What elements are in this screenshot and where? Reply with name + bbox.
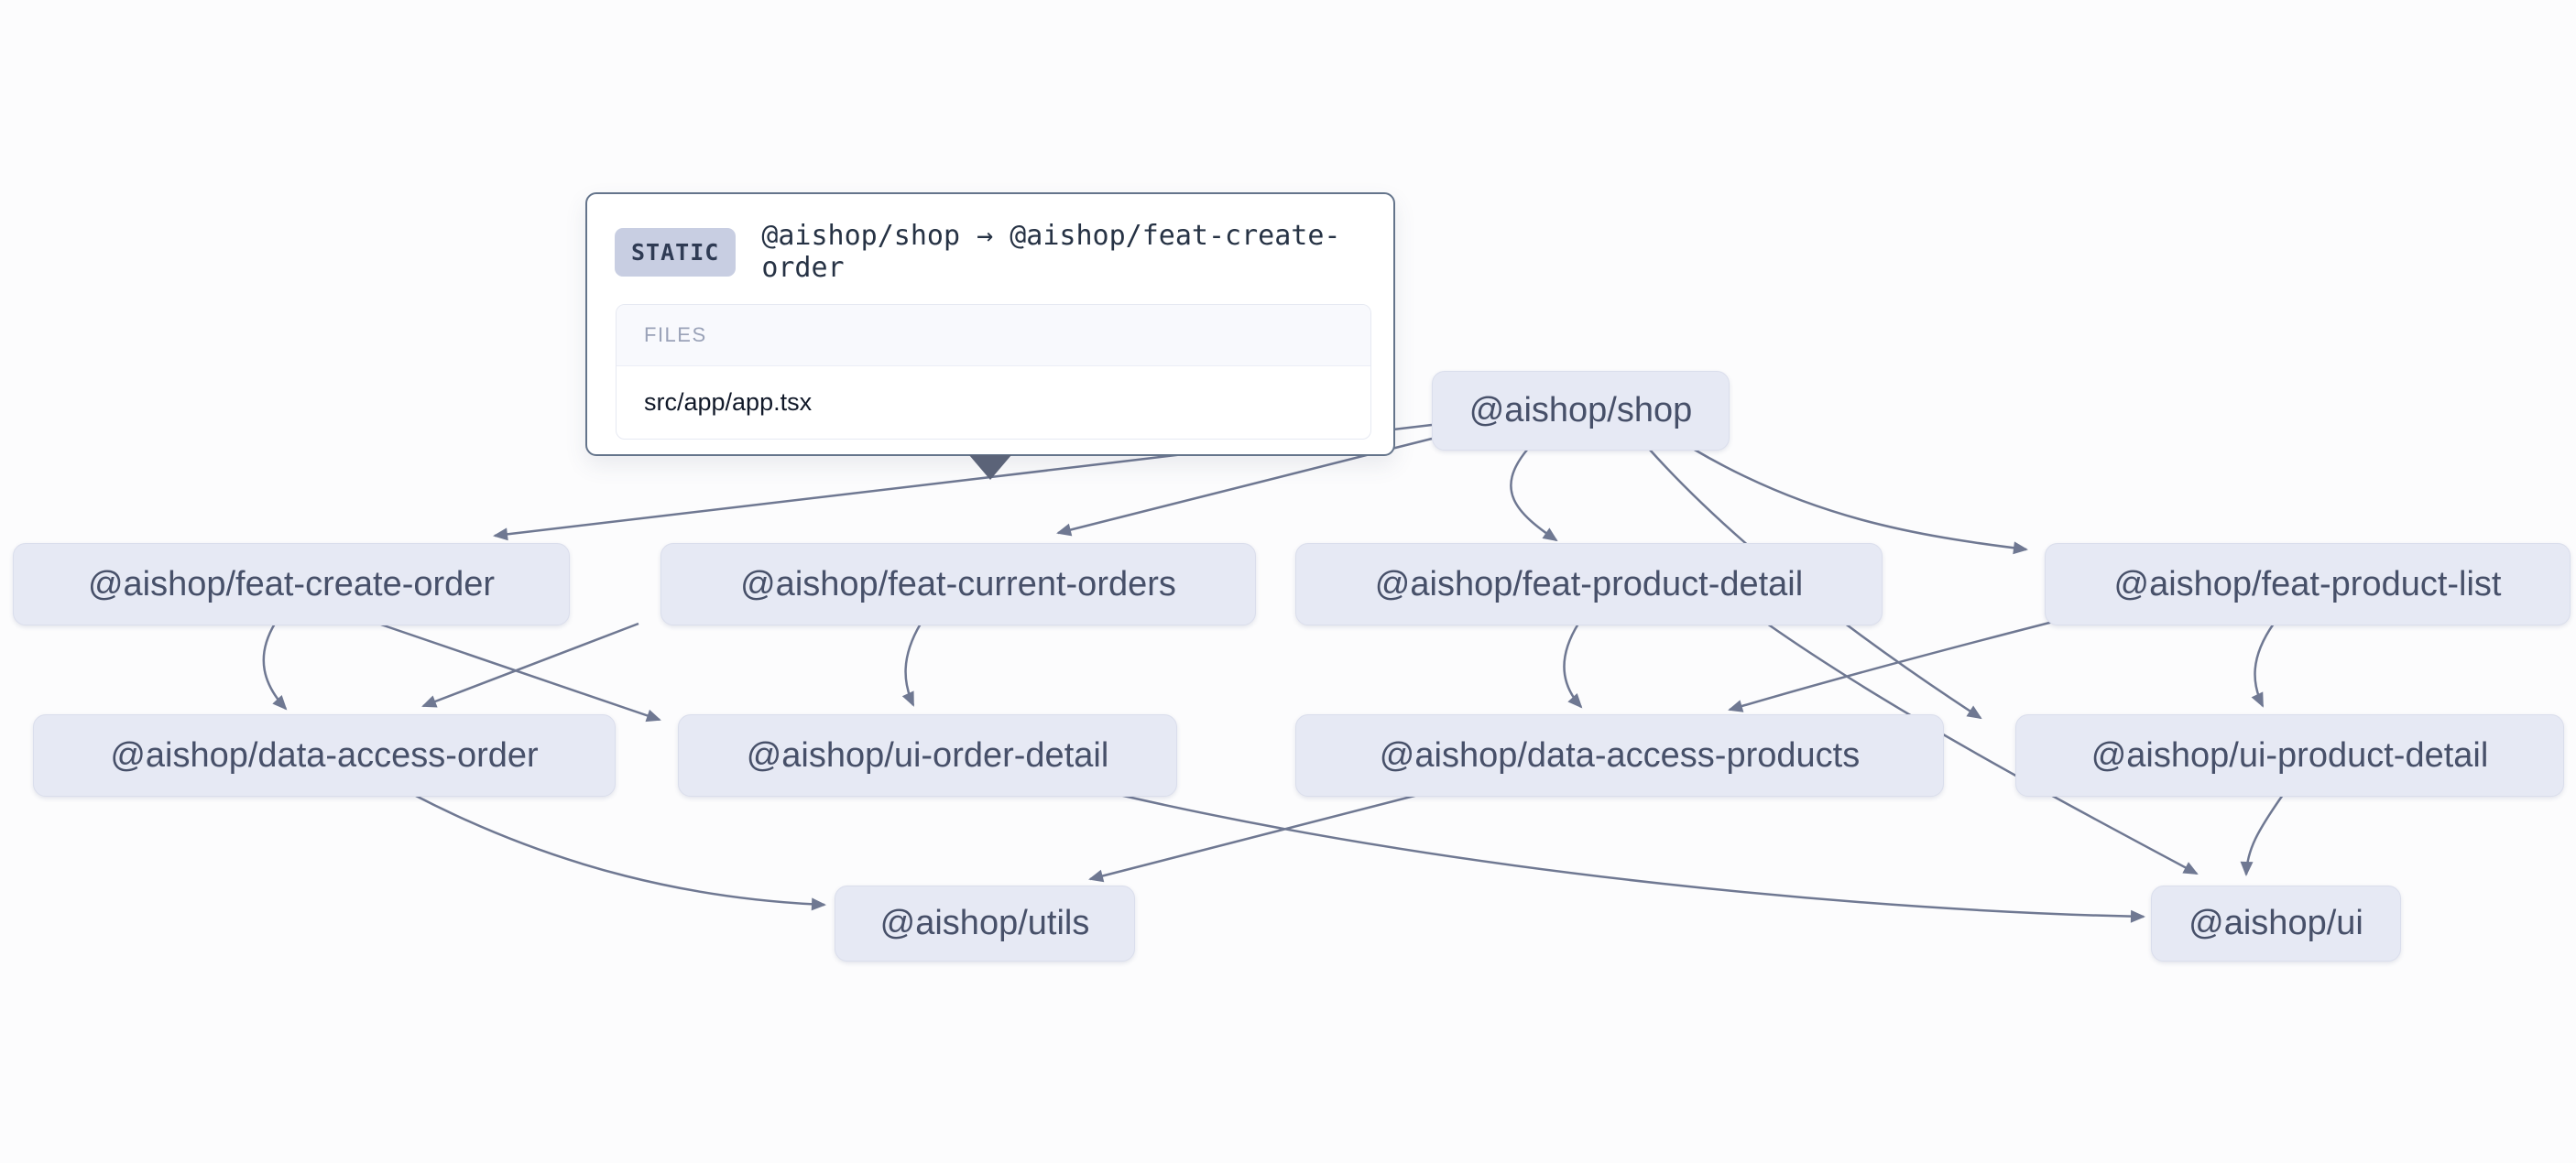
- edge-label: @aishop/shop → @aishop/feat-create-order: [761, 220, 1341, 284]
- edge-data-access-products-to-utils[interactable]: [1088, 793, 1419, 883]
- edge-data-access-order-to-utils[interactable]: [413, 793, 826, 911]
- graph-node-feat-current-orders[interactable]: @aishop/feat-current-orders: [660, 543, 1256, 625]
- graph-node-feat-product-list[interactable]: @aishop/feat-product-list: [2045, 543, 2571, 625]
- edge-ui-order-detail-to-ui[interactable]: [1119, 793, 2145, 923]
- edge-shop-to-feat-product-detail[interactable]: [1510, 448, 1558, 542]
- graph-node-shop[interactable]: @aishop/shop: [1432, 371, 1730, 451]
- tooltip-header: STATIC @aishop/shop → @aishop/feat-creat…: [587, 194, 1393, 284]
- edge-tooltip: STATIC @aishop/shop → @aishop/feat-creat…: [585, 192, 1395, 456]
- files-header-label: FILES: [617, 305, 1370, 366]
- graph-node-data-access-order[interactable]: @aishop/data-access-order: [33, 714, 616, 797]
- edge-type-badge: STATIC: [615, 227, 737, 277]
- graph-node-feat-product-detail[interactable]: @aishop/feat-product-detail: [1295, 543, 1883, 625]
- graph-node-ui-order-detail[interactable]: @aishop/ui-order-detail: [678, 714, 1177, 797]
- edge-feat-current-orders-to-ui-order-detail[interactable]: [901, 623, 922, 707]
- graph-node-utils[interactable]: @aishop/utils: [835, 886, 1135, 962]
- edge-feat-create-order-to-data-access-order[interactable]: [262, 623, 288, 711]
- edge-feat-product-detail-to-data-access-products[interactable]: [1563, 623, 1583, 709]
- edge-feat-product-list-to-data-access-products[interactable]: [1728, 619, 2058, 712]
- files-box: FILES src/app/app.tsx: [616, 304, 1371, 440]
- graph-node-data-access-products[interactable]: @aishop/data-access-products: [1295, 714, 1944, 797]
- edge-ui-product-detail-to-ui[interactable]: [2240, 794, 2285, 876]
- edge-feat-current-orders-to-data-access-order[interactable]: [421, 622, 639, 708]
- tooltip-caret-icon: [969, 455, 1011, 480]
- graph-node-ui-product-detail[interactable]: @aishop/ui-product-detail: [2015, 714, 2564, 797]
- edge-feat-create-order-to-ui-order-detail[interactable]: [377, 622, 661, 723]
- graph-node-feat-create-order[interactable]: @aishop/feat-create-order: [13, 543, 570, 625]
- edge-feat-product-list-to-ui-product-detail[interactable]: [2251, 623, 2276, 708]
- edge-shop-to-feat-product-list[interactable]: [1692, 447, 2028, 555]
- file-path: src/app/app.tsx: [644, 388, 813, 416]
- graph-node-ui[interactable]: @aishop/ui: [2151, 886, 2401, 962]
- edge-feat-product-detail-to-ui[interactable]: [1766, 622, 2199, 875]
